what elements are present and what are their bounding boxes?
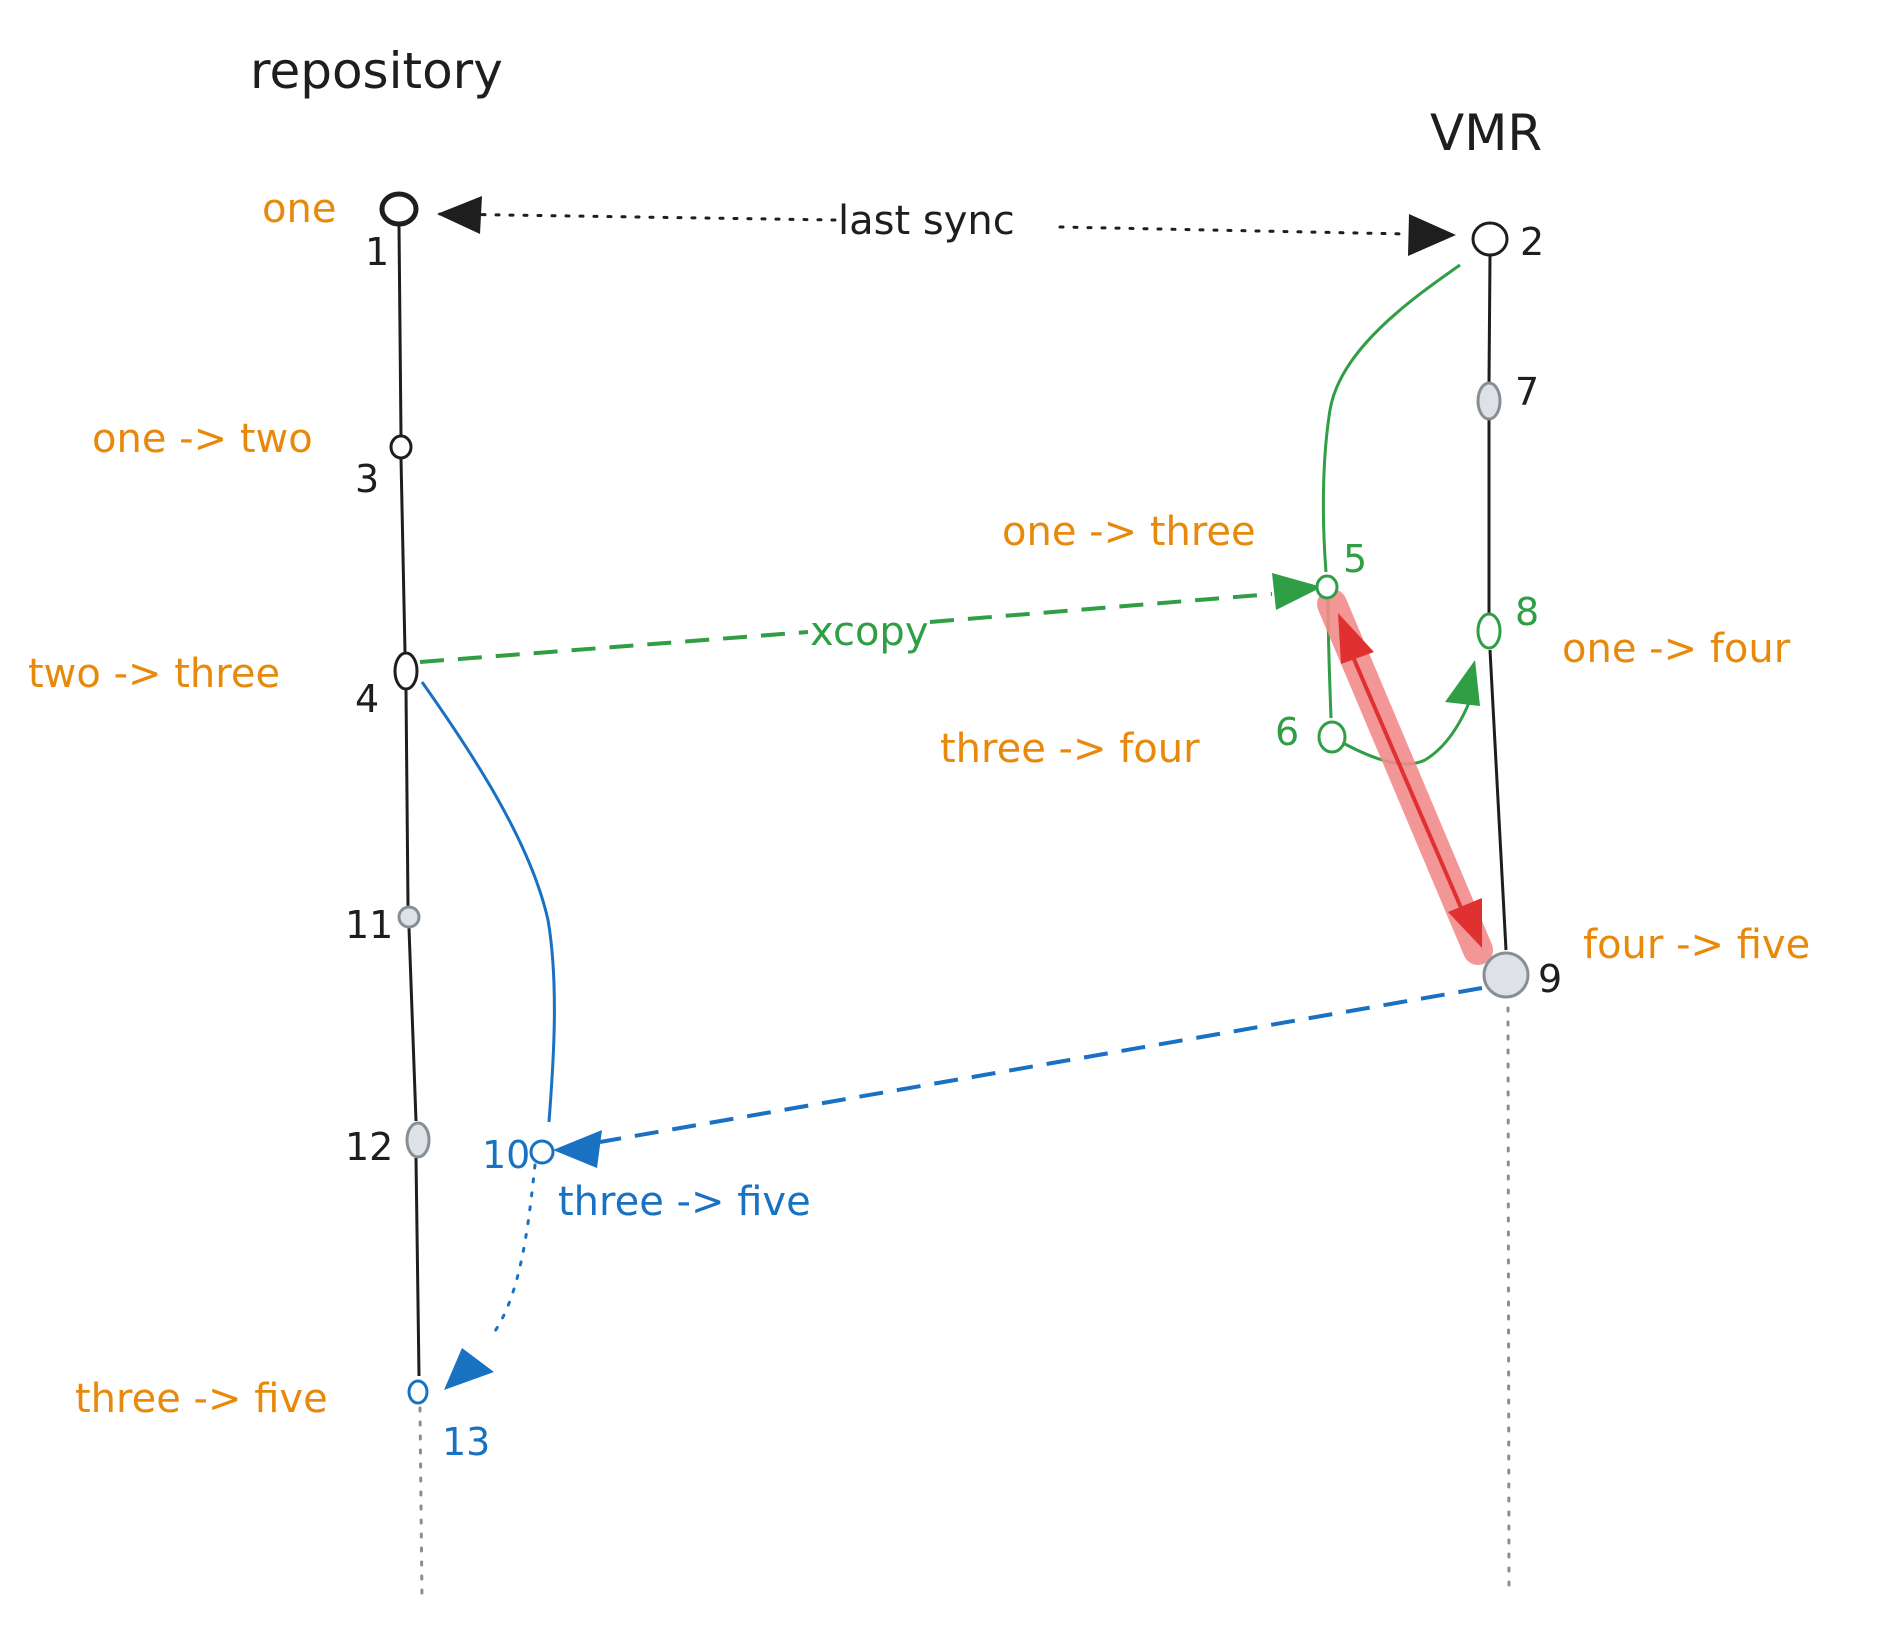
- commit-4-number: 4: [355, 677, 379, 721]
- commit-2-node[interactable]: [1471, 221, 1509, 257]
- green-branch: [1321, 263, 1480, 766]
- commit-10-node[interactable]: [529, 1139, 555, 1165]
- xcopy-arrow: xcopy: [419, 573, 1322, 664]
- commit-10-number: 10: [482, 1133, 530, 1177]
- xcopy-label: xcopy: [810, 609, 929, 655]
- green-arrowhead-to-8: [1445, 660, 1480, 706]
- vmr-title: VMR: [1430, 104, 1542, 162]
- vmr-future-dotted-line: [1506, 1006, 1511, 1592]
- commit-5-label: one -> three: [1002, 509, 1256, 555]
- commit-1-label: one: [262, 186, 336, 232]
- repo-forward-dotted-arrow: [444, 1163, 537, 1390]
- commit-6-number: 6: [1275, 710, 1299, 754]
- commit-5-number: 5: [1343, 537, 1367, 581]
- repository-title: repository: [250, 42, 503, 100]
- commit-2-number: 2: [1520, 220, 1544, 264]
- commit-12-number: 12: [345, 1125, 393, 1169]
- commit-11-number: 11: [345, 903, 393, 947]
- vmr-to-repo-arrowhead: [553, 1130, 602, 1168]
- commit-4-label: two -> three: [28, 651, 280, 697]
- commit-9-label: four -> five: [1583, 922, 1810, 968]
- last-sync-left-arrowhead: [437, 196, 482, 234]
- last-sync-label: last sync: [838, 198, 1015, 244]
- commit-9-number: 9: [1538, 957, 1562, 1001]
- commit-11-node[interactable]: [397, 905, 421, 929]
- red-highlight-arrow: [1317, 589, 1493, 965]
- commit-10-label: three -> five: [558, 1179, 811, 1225]
- blue-branch: [420, 681, 556, 1123]
- red-arrowhead-up: [1338, 613, 1374, 664]
- repository-future-dotted-line: [418, 1406, 424, 1602]
- vmr-to-repo-dashed-arrow: [553, 986, 1483, 1168]
- repository-branch-line: [397, 225, 424, 1602]
- commit-3-label: one -> two: [92, 416, 313, 462]
- commit-9-node[interactable]: [1482, 951, 1530, 999]
- commit-7-node[interactable]: [1476, 381, 1502, 421]
- commit-7-number: 7: [1515, 370, 1539, 414]
- commit-8-node[interactable]: [1476, 612, 1502, 650]
- commit-13-node[interactable]: [407, 1379, 429, 1405]
- commit-6-node[interactable]: [1317, 720, 1347, 754]
- commit-13-number: 13: [442, 1420, 490, 1464]
- last-sync-right-arrowhead: [1408, 214, 1456, 256]
- commit-6-label: three -> four: [940, 726, 1200, 772]
- red-arrowhead-down: [1448, 898, 1482, 948]
- xcopy-arrowhead: [1272, 573, 1322, 610]
- last-sync-arrow: last sync: [437, 196, 1456, 256]
- commit-3-number: 3: [355, 457, 379, 501]
- commit-4-node[interactable]: [393, 651, 419, 691]
- commit-8-label: one -> four: [1562, 626, 1791, 672]
- commit-8-number: 8: [1515, 590, 1539, 634]
- commit-3-node[interactable]: [389, 434, 413, 460]
- commit-1-number: 1: [365, 230, 389, 274]
- commit-5-node[interactable]: [1315, 574, 1339, 600]
- commit-1-node[interactable]: [379, 191, 419, 227]
- commit-12-node[interactable]: [405, 1121, 431, 1159]
- vmr-branch-line: [1487, 255, 1511, 1592]
- repo-forward-arrowhead: [444, 1348, 494, 1390]
- commit-13-label: three -> five: [75, 1376, 328, 1422]
